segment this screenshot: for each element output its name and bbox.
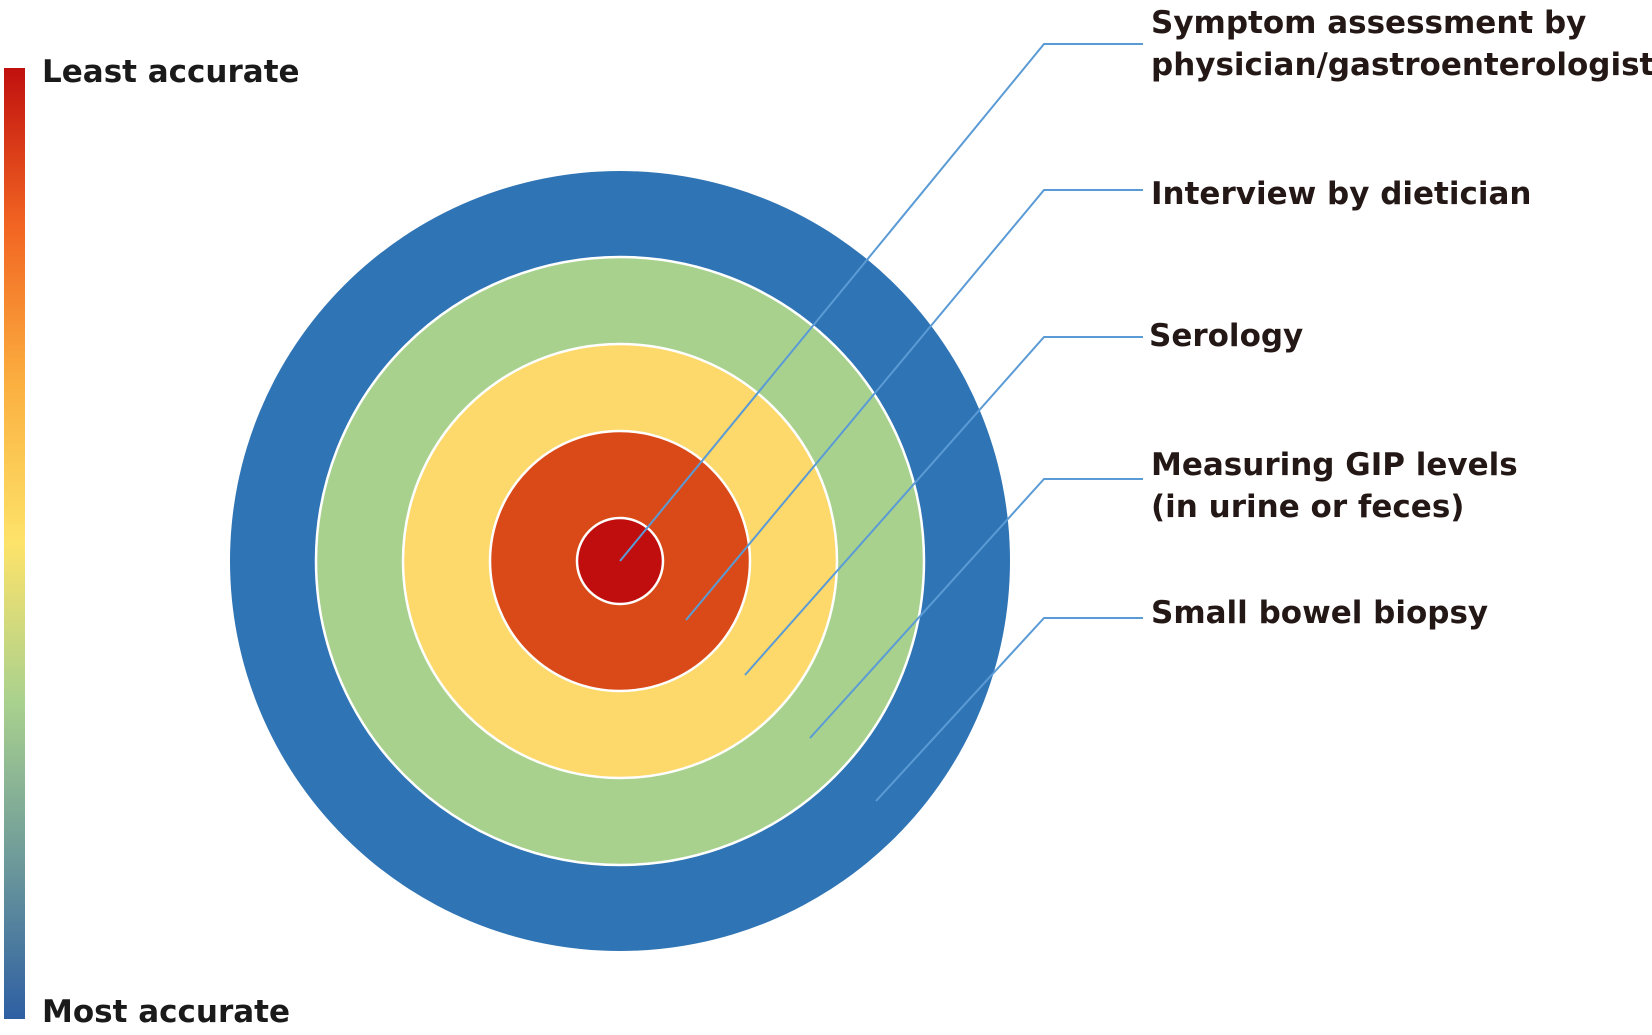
callout-dietician-interview: Interview by dietician bbox=[1151, 173, 1532, 215]
callout-line: Serology bbox=[1149, 318, 1304, 354]
leader-dietician-interview bbox=[685, 189, 1143, 621]
callout-line: physician/gastroenterologist bbox=[1151, 47, 1652, 83]
callout-line: Symptom assessment by bbox=[1151, 5, 1587, 41]
accuracy-scale-bar bbox=[4, 68, 25, 1019]
callout-line: Small bowel biopsy bbox=[1151, 595, 1489, 631]
leader-serology bbox=[744, 336, 1143, 676]
leader-symptom-assessment bbox=[619, 43, 1143, 562]
leader-gip-levels bbox=[809, 478, 1143, 739]
scale-label-most-accurate: Most accurate bbox=[42, 994, 290, 1030]
leader-small-bowel-biopsy bbox=[875, 617, 1143, 802]
callout-serology: Serology bbox=[1149, 315, 1303, 357]
callout-line: Interview by dietician bbox=[1151, 176, 1532, 212]
callout-line: Measuring GIP levels bbox=[1151, 447, 1518, 483]
scale-label-least-accurate: Least accurate bbox=[42, 54, 300, 90]
callout-leaders bbox=[619, 43, 1143, 802]
callout-gip-levels: Measuring GIP levels (in urine or feces) bbox=[1151, 444, 1518, 528]
callout-line: (in urine or feces) bbox=[1151, 489, 1465, 525]
callout-small-bowel-biopsy: Small bowel biopsy bbox=[1151, 592, 1488, 634]
callout-symptom-assessment: Symptom assessment by physician/gastroen… bbox=[1151, 2, 1652, 86]
